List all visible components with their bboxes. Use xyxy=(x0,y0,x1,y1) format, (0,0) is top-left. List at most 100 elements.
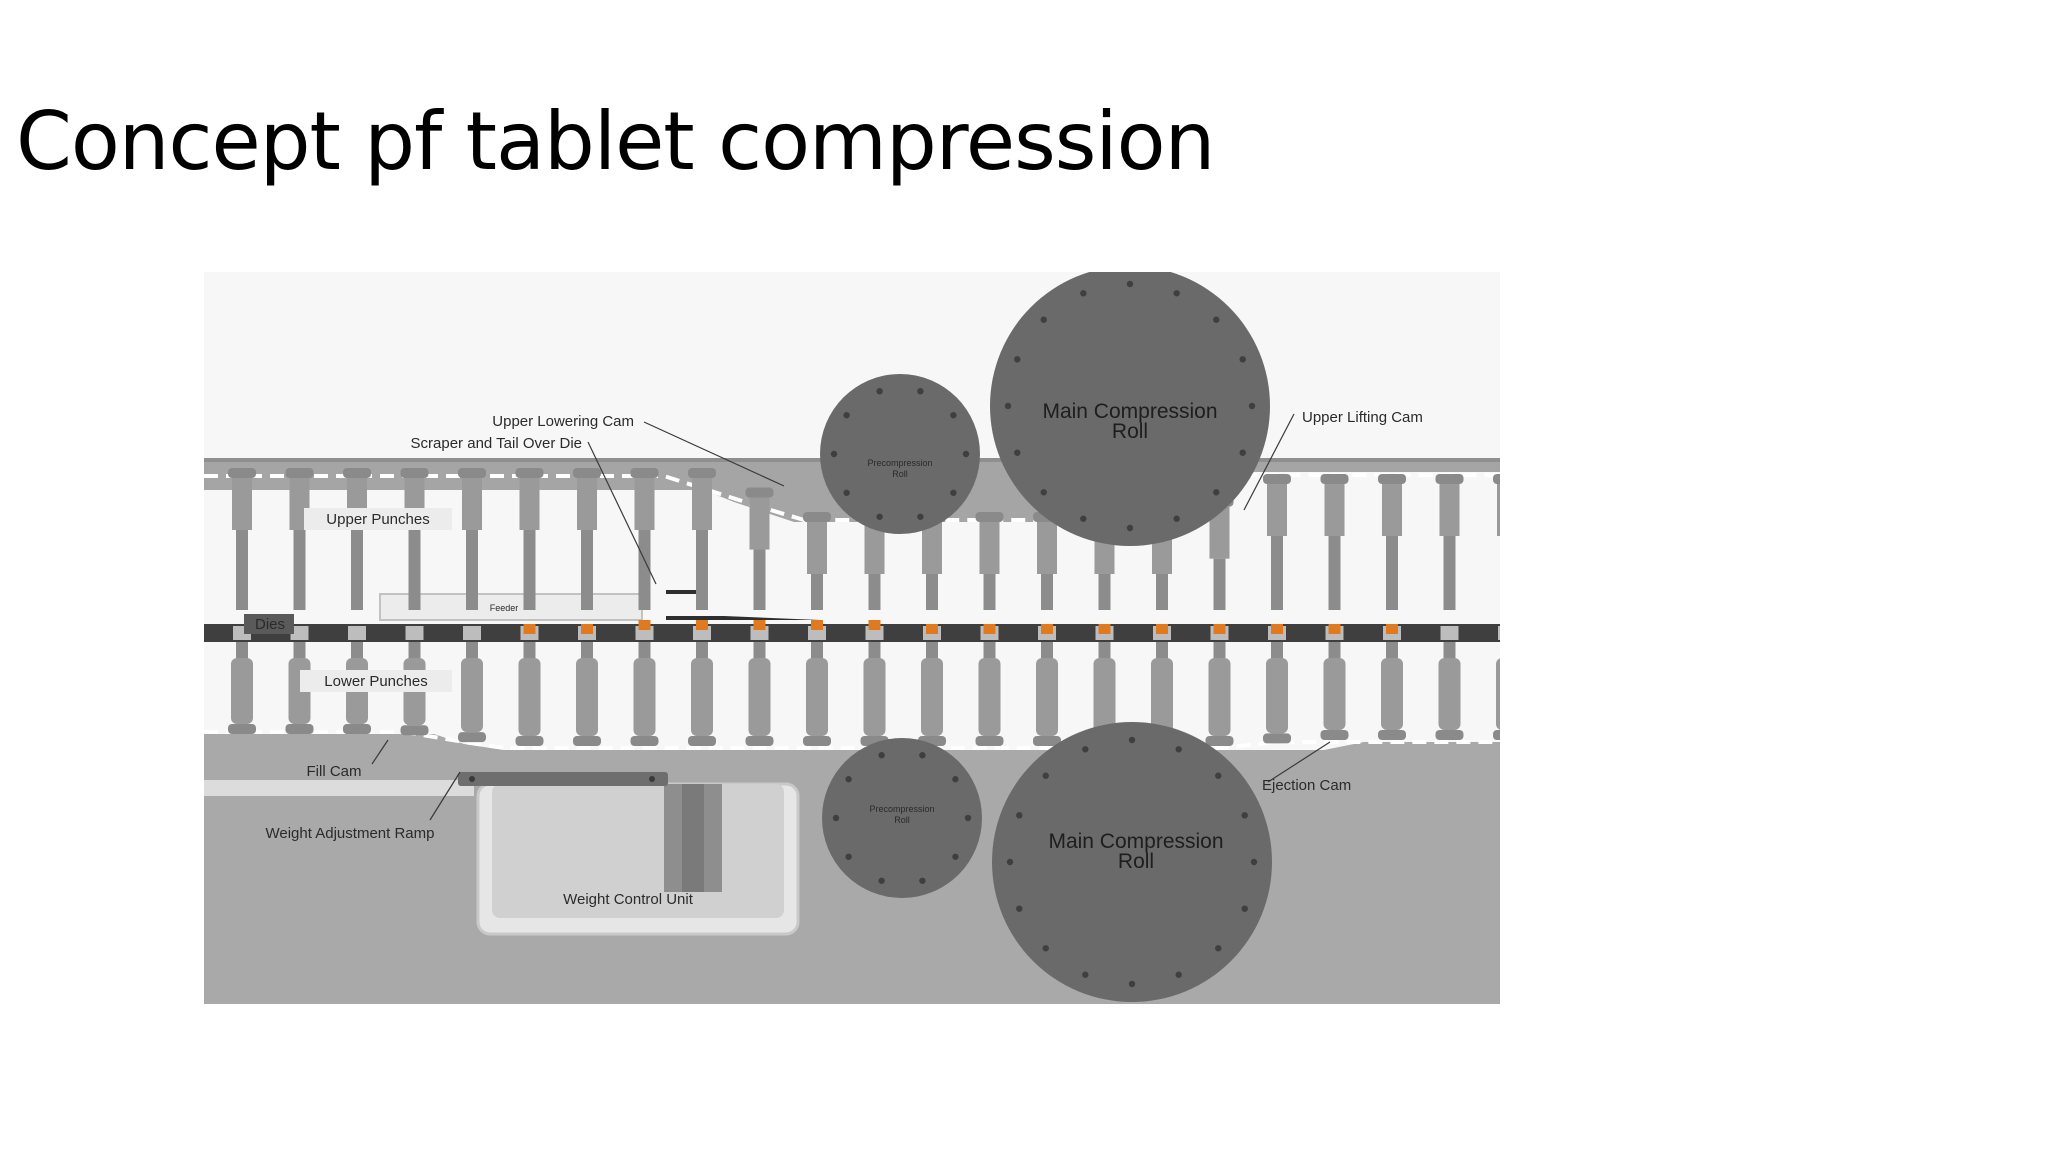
upper-punch-tip xyxy=(983,574,996,610)
upper-punch-body xyxy=(1037,522,1057,574)
upper-punch-head xyxy=(688,468,716,478)
upper-precompression-roll-bolt xyxy=(876,388,883,395)
tablet-press-diagram: Precompression Roll Precompression Roll … xyxy=(204,272,1500,1004)
lower-punch-body xyxy=(518,658,541,736)
lower-main-roll-bolt xyxy=(1042,772,1049,779)
upper-punch-tip xyxy=(1041,574,1053,610)
lower-main-roll-bolt xyxy=(1128,980,1136,988)
lower-precompression-roll-bolt xyxy=(845,853,852,860)
tablet xyxy=(581,624,593,634)
lower-punch-tip xyxy=(1328,642,1341,658)
lower-punch-tip xyxy=(1041,642,1053,658)
lower-punch-head xyxy=(975,736,1004,746)
lower-punch-body xyxy=(231,658,253,724)
upper-precompression-roll-bolt xyxy=(876,513,883,520)
lower-punch-tip xyxy=(466,642,478,658)
upper-punches-label-bg xyxy=(304,508,452,530)
lower-punch-body xyxy=(806,658,828,736)
leader-fill-cam xyxy=(371,739,389,765)
lower-main-roll-bolt xyxy=(1082,746,1089,753)
tablet xyxy=(1156,624,1168,634)
upper-punch-head xyxy=(1435,474,1464,484)
upper-main-roll-bolt xyxy=(1239,449,1246,456)
upper-main-roll-bolt xyxy=(1004,402,1012,410)
lower-main-roll-bolt xyxy=(1241,812,1248,819)
lower-punch-tip xyxy=(1213,642,1226,658)
dies-label: Dies xyxy=(255,616,285,633)
upper-punch-head xyxy=(745,487,774,498)
lower-precompression-roll-bolt xyxy=(878,752,885,759)
upper-punch-tip xyxy=(868,574,881,610)
upper-punch-head xyxy=(975,512,1004,522)
lower-precompression-roll-bolt xyxy=(845,776,852,783)
lower-punch-body xyxy=(1151,658,1173,736)
lower-punch-head xyxy=(573,736,601,746)
feeder-tail xyxy=(666,592,820,620)
lower-punches-label-bg xyxy=(300,670,452,692)
lower-precompression-roll-bolt xyxy=(878,877,885,884)
lower-punch-tip xyxy=(351,642,363,658)
upper-punch-body xyxy=(232,478,252,530)
upper-main-roll-label-2: Roll xyxy=(1112,420,1148,443)
lower-punch-tip xyxy=(1443,642,1456,658)
tablet xyxy=(1328,624,1341,634)
lower-precompression-roll-bolt xyxy=(952,776,959,783)
upper-punch-tip xyxy=(753,549,766,610)
upper-main-roll-bolt xyxy=(1080,290,1087,297)
lower-precompression-roll xyxy=(822,738,982,898)
lower-punch-head xyxy=(1033,736,1061,746)
upper-lifting-cam-label: Upper Lifting Cam xyxy=(1302,409,1423,426)
upper-punch-head xyxy=(515,468,544,478)
upper-precompression-roll-bolt xyxy=(830,450,838,458)
upper-punch-head xyxy=(400,468,429,478)
upper-punch-head xyxy=(343,468,371,478)
lower-punch-tip xyxy=(1386,642,1398,658)
slide-title: Concept pf tablet compression xyxy=(16,95,1215,188)
lower-main-roll-bolt xyxy=(1082,971,1089,978)
lower-main-roll-bolt xyxy=(1016,812,1023,819)
lower-punch-body xyxy=(921,658,943,736)
lower-punch-body xyxy=(863,658,886,736)
lower-punch-body xyxy=(1208,658,1231,736)
lower-punch-head xyxy=(1263,733,1291,744)
lower-main-roll-bolt xyxy=(1241,905,1248,912)
upper-punch-tip xyxy=(293,530,306,610)
lower-punch-tip xyxy=(868,642,881,658)
upper-punch-head xyxy=(1493,474,1500,484)
upper-precompression-roll xyxy=(820,374,980,534)
upper-precompression-roll-bolt xyxy=(950,489,957,496)
tablet xyxy=(696,620,708,630)
lower-main-roll-bolt xyxy=(1175,971,1182,978)
leader-weight-ramp xyxy=(429,771,461,821)
upper-punch-body xyxy=(979,522,1000,574)
upper-punch-head xyxy=(228,468,256,478)
lower-precompression-roll-label: Precompression xyxy=(869,804,934,814)
upper-punch-tip xyxy=(811,574,823,610)
lower-punch-head xyxy=(400,725,429,736)
upper-punch-tip xyxy=(581,530,593,610)
leader-upper-lowering-cam xyxy=(643,421,785,487)
lower-punch-head xyxy=(343,724,371,734)
die-slot xyxy=(348,626,366,640)
lower-precompression-roll-bolt xyxy=(964,814,972,822)
upper-punch-tip xyxy=(638,530,651,610)
upper-punch-body xyxy=(577,478,597,530)
upper-main-roll-bolt xyxy=(1014,449,1021,456)
lower-punch-body xyxy=(461,658,483,733)
upper-precompression-roll-label: Precompression xyxy=(867,458,932,468)
upper-punch-tip xyxy=(1213,558,1226,610)
punch-assembly xyxy=(228,468,1500,746)
upper-main-roll-label: Main Compression xyxy=(1042,400,1217,423)
lower-precompression-roll-bolt xyxy=(919,752,926,759)
upper-punch-head xyxy=(803,512,831,522)
lower-punch-tip xyxy=(983,642,996,658)
upper-punch-body xyxy=(1497,484,1500,536)
die-slot xyxy=(290,626,309,640)
lower-main-roll-bolt xyxy=(1215,772,1222,779)
lower-main-roll-bolt xyxy=(1006,858,1014,866)
lower-main-roll-bolt xyxy=(1128,736,1136,744)
feeder-label: Feeder xyxy=(490,603,519,613)
lower-punch-head xyxy=(1435,730,1464,740)
lower-punch-body xyxy=(1323,658,1346,730)
upper-punch-tip xyxy=(523,530,536,610)
